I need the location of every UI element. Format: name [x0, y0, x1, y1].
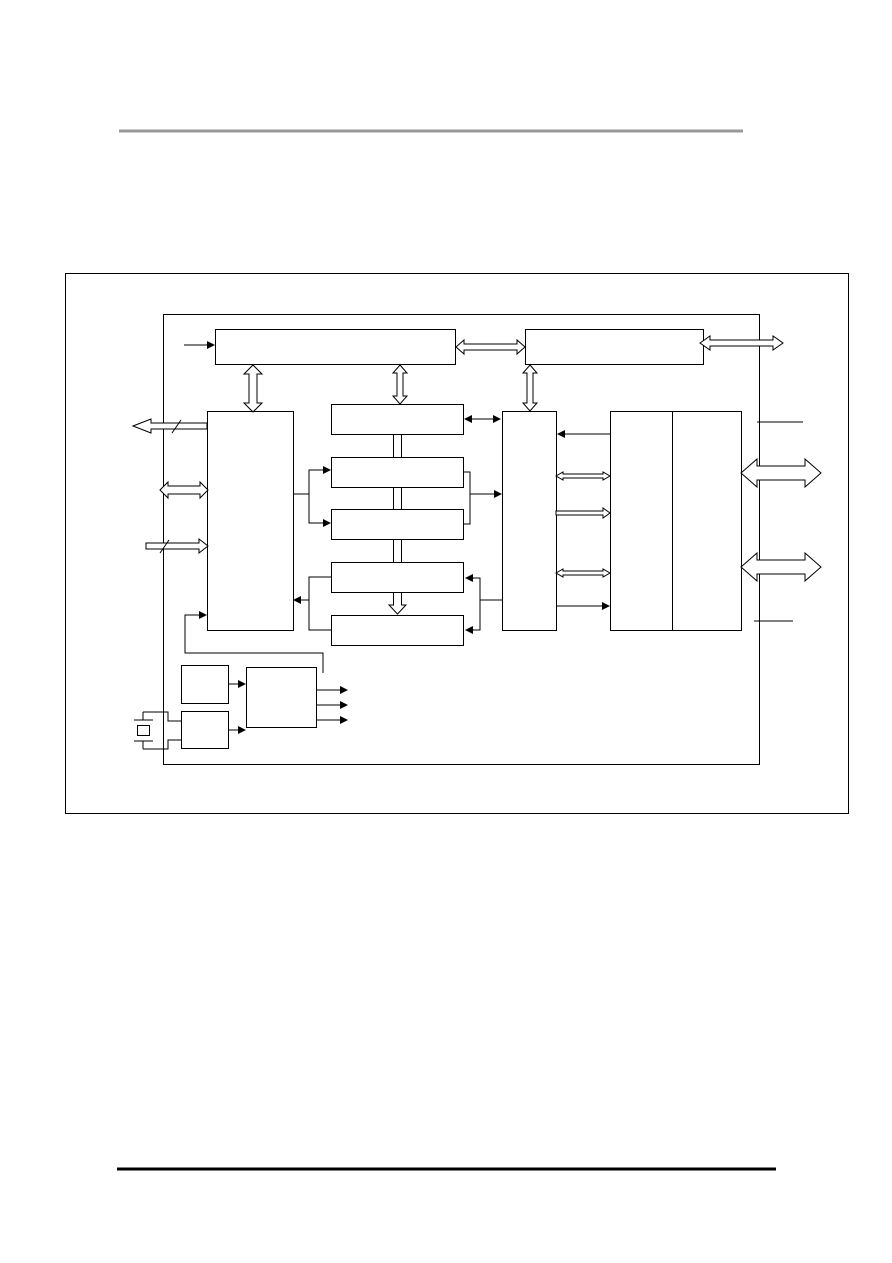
block23-to-bus: [463, 471, 471, 525]
stack-block-1: [331, 404, 464, 435]
clock-block: [246, 667, 317, 728]
bus-arrow-small-1: [554, 471, 612, 481]
crystal-icon: [134, 711, 181, 750]
bus-arrow-right-2: [740, 551, 822, 583]
right-unit: [610, 411, 742, 631]
stack-block-4: [331, 562, 464, 593]
stack-block-5: [331, 615, 464, 646]
small-block-bottom: [181, 711, 229, 749]
ctrl-to-block3: [308, 494, 331, 527]
bus-arrow-v3: [521, 364, 539, 412]
bus-slash-2: [159, 539, 170, 554]
output-arrow-left: [131, 418, 208, 434]
bus-arrow-h2: [699, 335, 784, 351]
input-arrow-left: [145, 537, 209, 555]
clock-feedback: [184, 611, 324, 673]
ctrl-to-block2: [308, 466, 331, 494]
bus-slash-1: [171, 419, 182, 434]
bus-to-block4: [465, 574, 481, 600]
bus-to-block45: [465, 599, 502, 634]
bus-arrow-v2: [391, 364, 409, 405]
bus-interface: [502, 411, 557, 631]
chip-boundary: [163, 314, 760, 765]
bus-arrow-small-2: [555, 507, 611, 519]
small-block-top: [181, 665, 229, 704]
top-bar-right: [525, 329, 704, 365]
stack-down-arrow: [387, 592, 408, 615]
top-bar-left: [215, 329, 456, 365]
outer-frame: [65, 273, 849, 814]
stack-internal-bus: [393, 434, 402, 563]
bus-arrow-right-1: [740, 457, 822, 489]
stack-block-3: [331, 509, 464, 540]
bus-arrow-h1: [455, 338, 526, 356]
bus-arrow-v1: [242, 364, 264, 413]
stack-block-2: [331, 457, 464, 488]
stack-to-ctrl: [308, 576, 331, 631]
bus-arrow-small-3: [554, 568, 612, 578]
left-controller: [207, 411, 294, 631]
bus-arrow-left-bidir: [159, 480, 209, 500]
